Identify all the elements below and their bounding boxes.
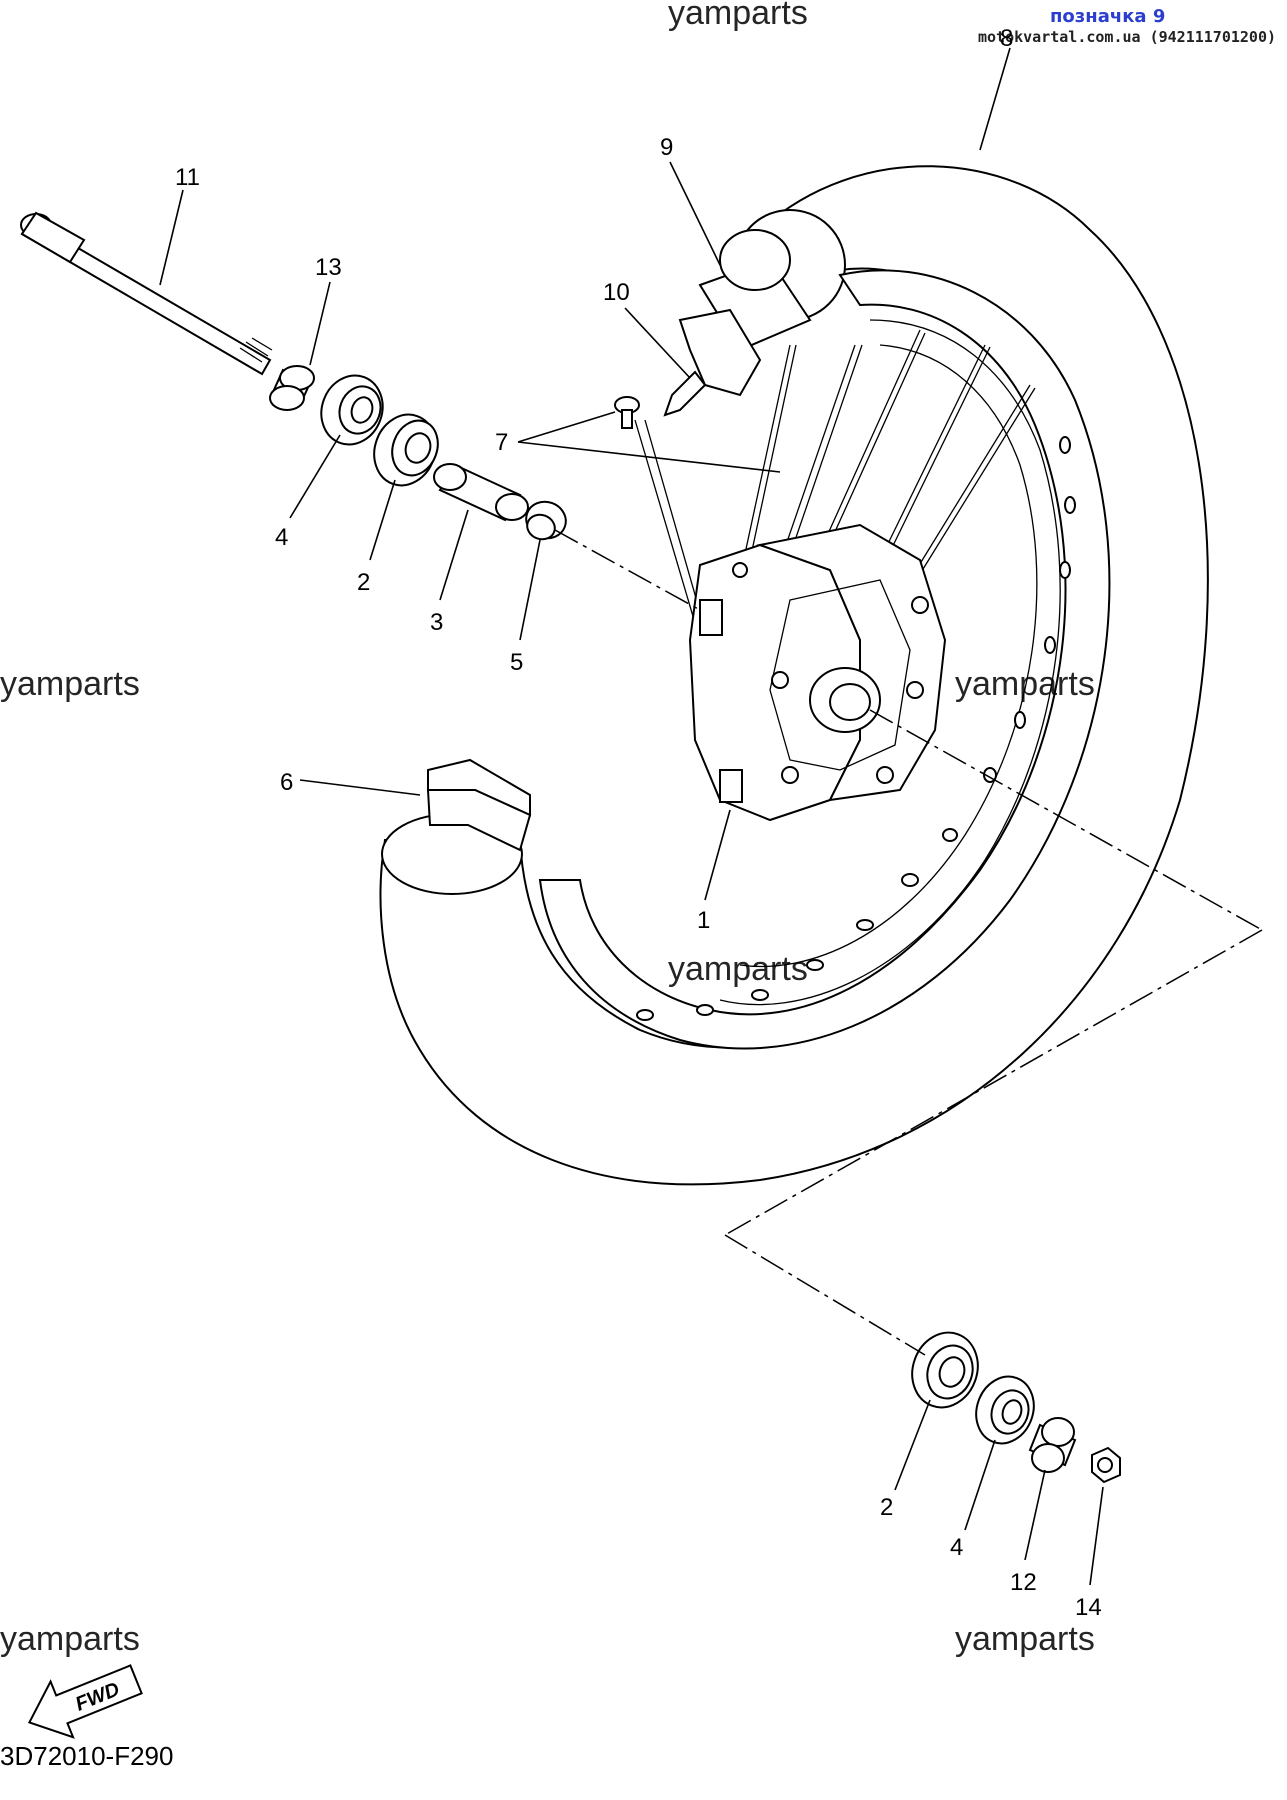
spacer	[433, 463, 529, 522]
watermark-bottom-right: yamparts	[955, 1620, 1095, 1658]
watermark-bottom-left: yamparts	[0, 1620, 140, 1658]
rim-spoke-holes	[636, 436, 1076, 1021]
callout-7: 7	[495, 429, 508, 456]
watermarks: yamparts yamparts yamparts yamparts yamp…	[0, 0, 1095, 1658]
axle-nut	[1091, 1446, 1121, 1484]
callout-13: 13	[315, 254, 342, 281]
watermark-center: yamparts	[668, 950, 808, 988]
axle	[20, 211, 273, 376]
diagram-code: 3D72010-F290	[0, 1741, 173, 1771]
callout-4-upper: 4	[275, 524, 288, 551]
callout-2-upper: 2	[357, 569, 370, 596]
hub	[688, 523, 947, 822]
callout-9: 9	[660, 134, 673, 161]
site-label: motokvartal.com.ua (942111701200)	[978, 28, 1276, 46]
leader-lines	[159, 47, 1104, 1586]
watermark-left-mid: yamparts	[0, 665, 140, 703]
watermark-top: yamparts	[668, 0, 808, 32]
callout-4-lower: 4	[950, 1534, 963, 1561]
callout-3: 3	[430, 609, 443, 636]
callout-10: 10	[603, 279, 630, 306]
collar	[269, 365, 315, 411]
bearing-upper	[373, 413, 439, 487]
collar-12	[1028, 1417, 1077, 1473]
collar-5	[525, 500, 567, 541]
callout-14: 14	[1075, 1594, 1102, 1621]
oil-seal-upper	[320, 374, 384, 446]
valve	[663, 308, 762, 417]
rim	[538, 269, 1111, 1050]
watermark-right-mid: yamparts	[955, 665, 1095, 703]
callout-numbers: 11 13 9 10 7 8 6 4 2 3 5 1 2 4 12 14	[175, 25, 1102, 1621]
callout-5: 5	[510, 649, 523, 676]
mark-label: позначка 9	[1050, 6, 1165, 27]
callout-1: 1	[697, 907, 710, 934]
callout-12: 12	[1010, 1569, 1037, 1596]
callout-11: 11	[175, 164, 200, 191]
oil-seal-lower	[975, 1375, 1035, 1445]
spoke-nipple	[614, 396, 640, 429]
callout-6: 6	[280, 769, 293, 796]
bearing-lower	[911, 1331, 979, 1409]
callout-2-lower: 2	[880, 1494, 893, 1521]
callout-8: 8	[1000, 25, 1013, 52]
fwd-arrow-icon: FWD	[27, 1664, 143, 1739]
rim-band	[426, 758, 532, 852]
assembly-axis-lines	[554, 529, 1263, 1356]
